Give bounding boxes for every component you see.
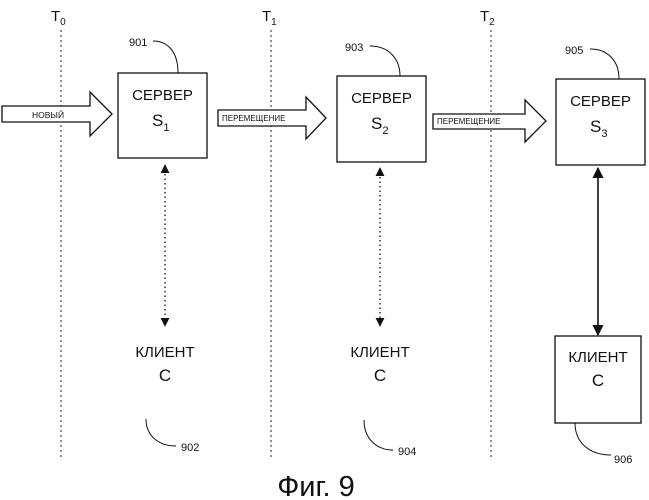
ref-leader xyxy=(146,419,176,446)
client-name: C xyxy=(159,366,171,385)
client-title: КЛИЕНТ xyxy=(568,349,627,366)
timeline-label: T2 xyxy=(480,8,495,28)
server-s2: СЕРВЕР S2 903 xyxy=(337,42,426,162)
server-title: СЕРВЕР xyxy=(570,93,631,110)
arrow-label: НОВЫЙ xyxy=(32,109,64,120)
ref-leader xyxy=(370,46,400,76)
arrow-label: ПЕРЕМЕЩЕНИЕ xyxy=(222,114,285,123)
client-904: КЛИЕНТ C 904 xyxy=(350,344,416,458)
ref-number: 901 xyxy=(129,37,147,49)
ref-number: 904 xyxy=(398,446,416,458)
arrow-move-2: ПЕРЕМЕЩЕНИЕ xyxy=(433,100,546,142)
timeline-t2: T2 xyxy=(480,8,495,460)
timeline-t1: T1 xyxy=(262,8,277,460)
timeline-label: T1 xyxy=(262,8,277,28)
ref-number: 902 xyxy=(181,442,199,454)
arrow-label: ПЕРЕМЕЩЕНИЕ xyxy=(437,117,500,126)
ref-leader xyxy=(590,49,619,79)
server-s3: СЕРВЕР S3 905 xyxy=(556,45,645,165)
client-title: КЛИЕНТ xyxy=(135,344,194,361)
arrow-move-1: ПЕРЕМЕЩЕНИЕ xyxy=(218,97,326,139)
ref-leader xyxy=(364,420,393,450)
ref-number: 903 xyxy=(345,42,363,54)
client-name: C xyxy=(592,371,604,390)
client-906: КЛИЕНТ C 906 xyxy=(555,336,641,466)
timeline-t0: T0 xyxy=(51,8,66,460)
client-title: КЛИЕНТ xyxy=(350,344,409,361)
ref-number: 905 xyxy=(565,45,583,57)
server-title: СЕРВЕР xyxy=(351,90,412,107)
timeline-label: T0 xyxy=(51,8,66,28)
server-title: СЕРВЕР xyxy=(132,87,193,104)
ref-leader xyxy=(575,423,611,455)
client-902: КЛИЕНТ C 902 xyxy=(135,344,199,454)
arrow-new: НОВЫЙ xyxy=(2,92,112,136)
ref-leader xyxy=(153,41,178,73)
figure-caption: Фиг. 9 xyxy=(277,471,355,500)
ref-number: 906 xyxy=(614,454,632,466)
client-name: C xyxy=(374,366,386,385)
server-s1: СЕРВЕР S1 901 xyxy=(118,37,207,158)
